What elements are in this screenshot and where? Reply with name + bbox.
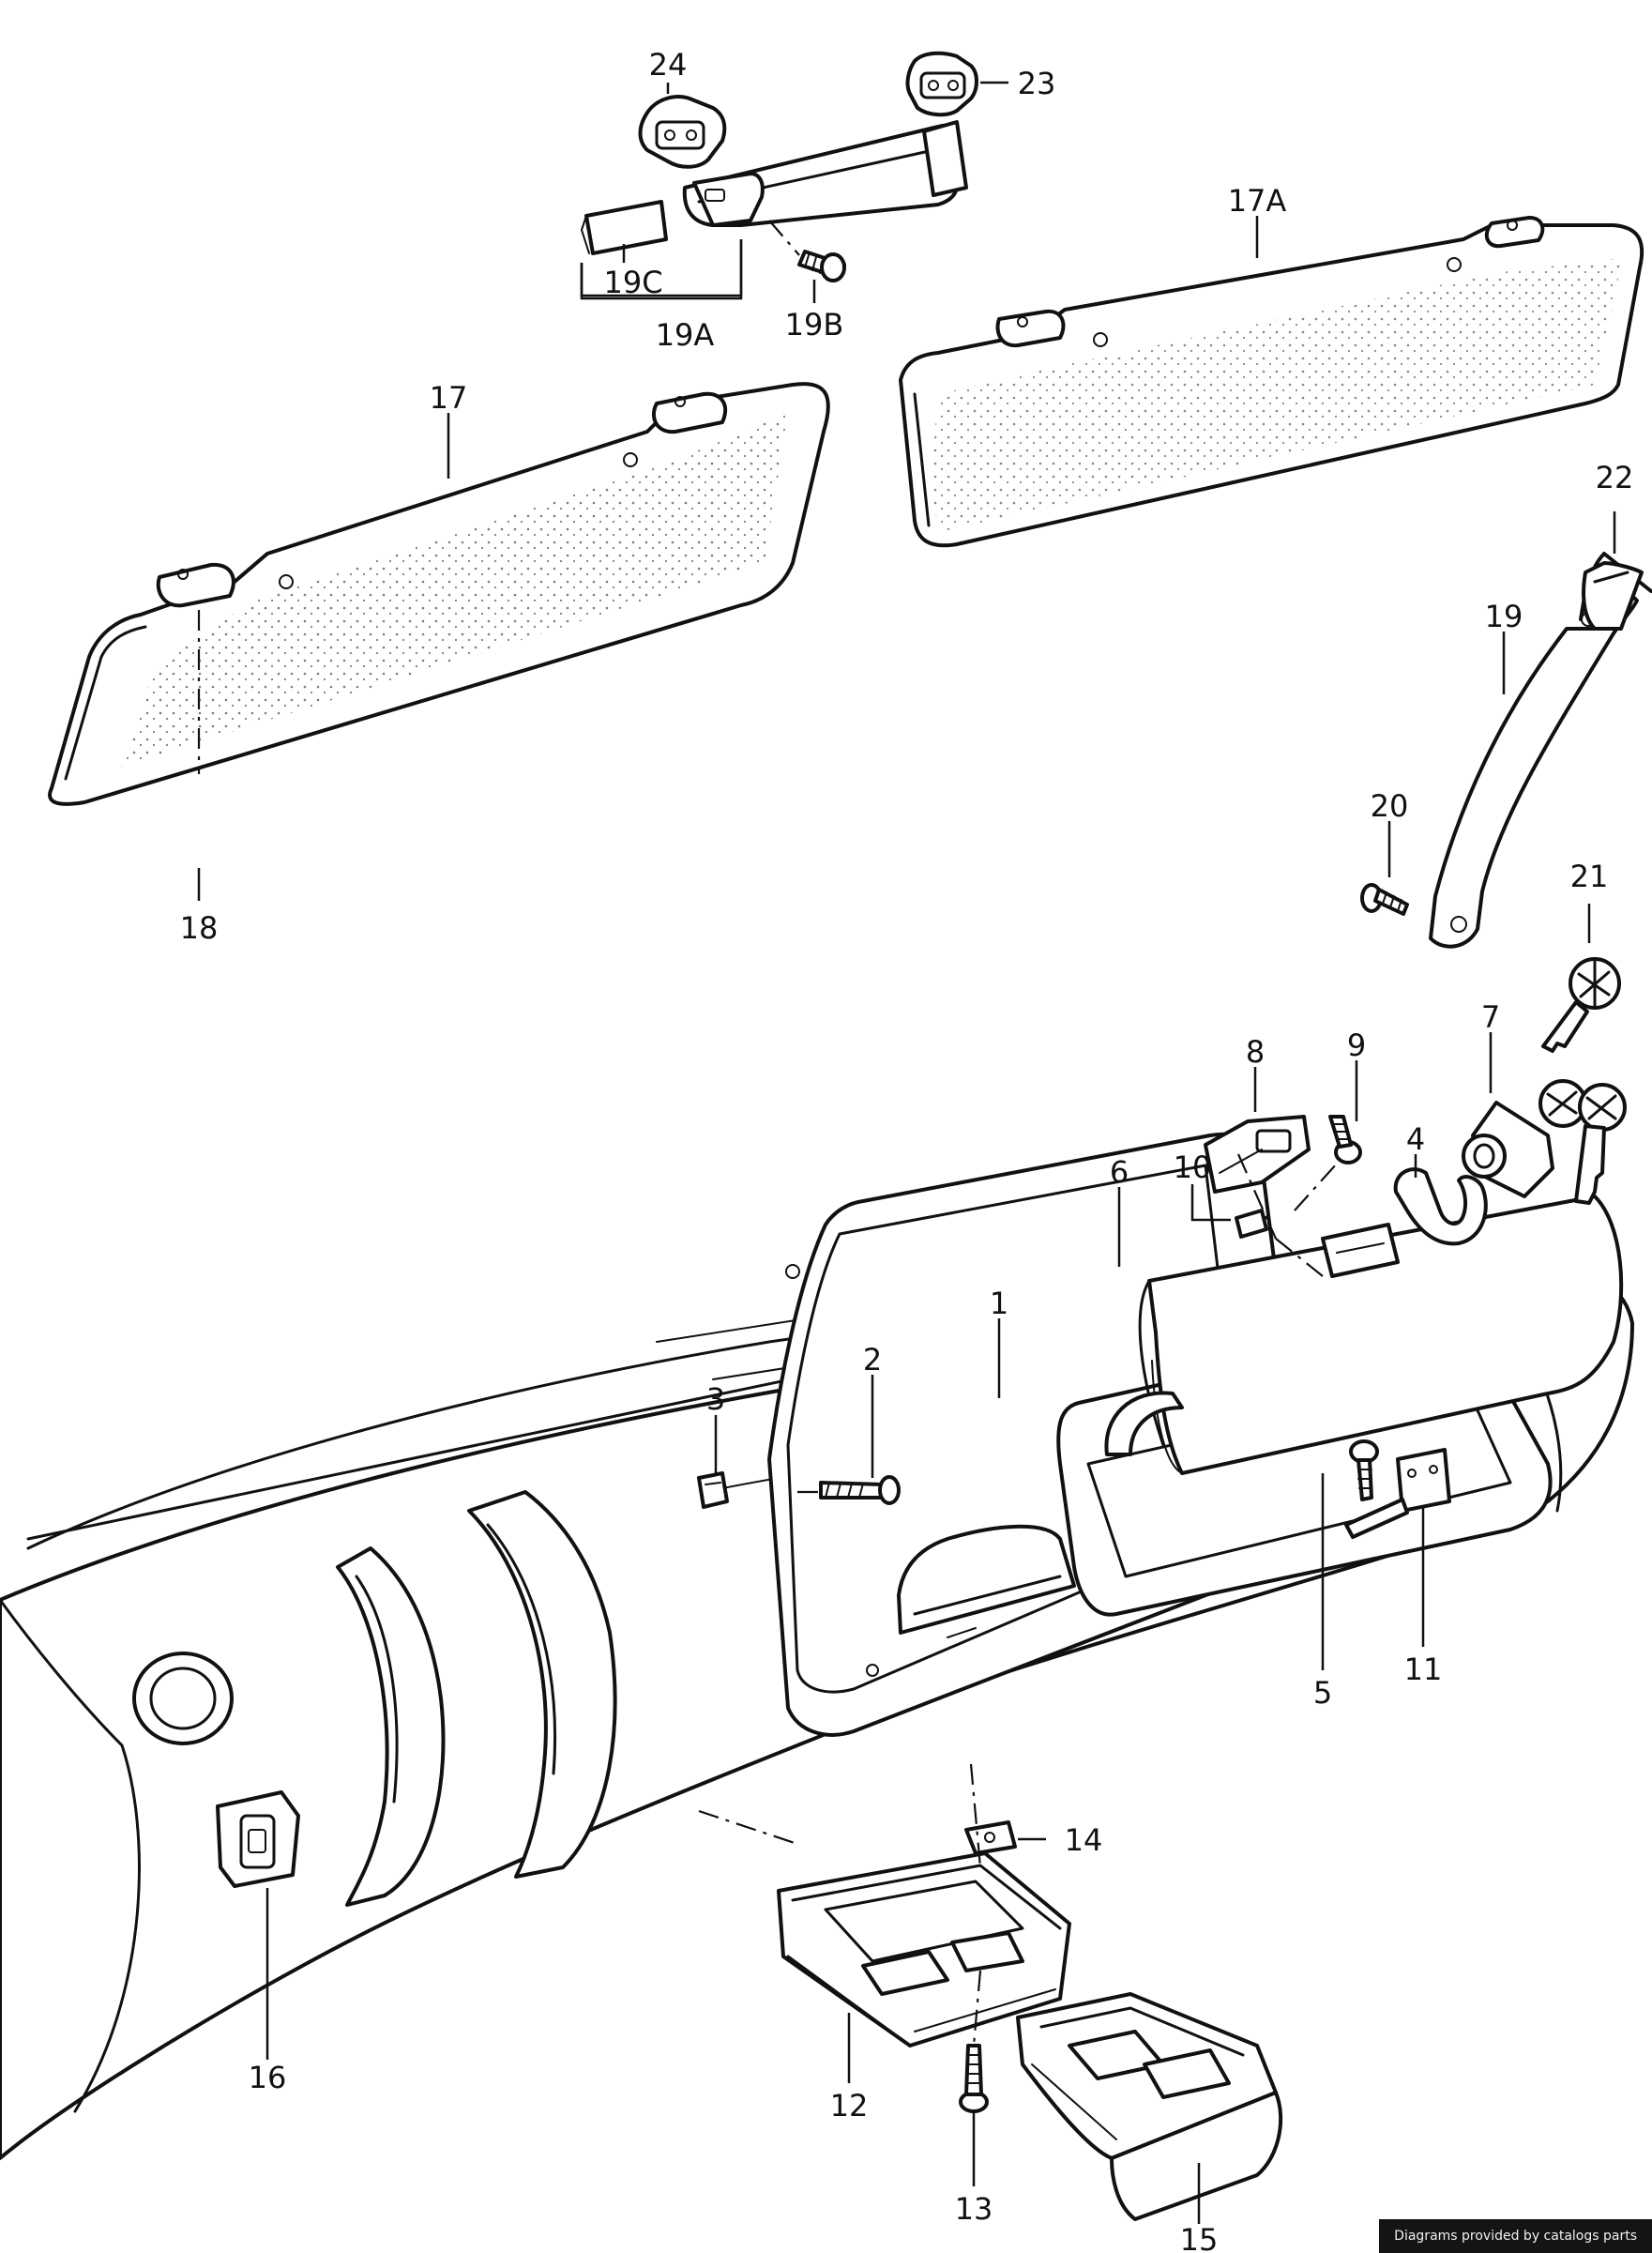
screw-20 bbox=[1360, 883, 1409, 916]
screw-13 bbox=[959, 2044, 989, 2113]
callout-12: 12 bbox=[830, 2088, 869, 2124]
bracket-19a bbox=[580, 239, 743, 300]
callout-8: 8 bbox=[1246, 1034, 1265, 1070]
sun-visor-17a bbox=[899, 216, 1644, 548]
sun-visor-17 bbox=[48, 382, 830, 806]
glovebox-door bbox=[1104, 1195, 1624, 1475]
callout-2: 2 bbox=[863, 1342, 882, 1378]
callout-21: 21 bbox=[1570, 859, 1609, 894]
switch-16 bbox=[216, 1790, 300, 1888]
striker-4 bbox=[1393, 1167, 1488, 1246]
callout-3: 3 bbox=[706, 1381, 725, 1417]
callout-13: 13 bbox=[955, 2191, 993, 2227]
callout-17a: 17A bbox=[1228, 183, 1287, 219]
latch-8 bbox=[1204, 1115, 1311, 1194]
callout-6: 6 bbox=[1110, 1154, 1129, 1190]
callout-labels: 1 2 3 4 5 6 7 8 9 10 11 12 13 14 15 16 1… bbox=[180, 47, 1634, 2253]
credit-badge: Diagrams provided by catalogs parts bbox=[1379, 2219, 1652, 2253]
screw-5 bbox=[1349, 1439, 1379, 1501]
centerlines bbox=[197, 610, 1338, 2047]
ashtray-housing-12 bbox=[777, 1851, 1071, 2047]
callout-19c: 19C bbox=[603, 265, 662, 300]
callout-18: 18 bbox=[180, 910, 219, 946]
callout-22: 22 bbox=[1596, 460, 1634, 495]
callout-17: 17 bbox=[430, 380, 468, 416]
pad-19c bbox=[580, 200, 668, 255]
callout-7: 7 bbox=[1481, 999, 1500, 1035]
callout-19a: 19A bbox=[656, 317, 715, 353]
callout-19b: 19B bbox=[785, 307, 844, 343]
ashtray-15 bbox=[1016, 1992, 1283, 2221]
screw-19b bbox=[797, 250, 846, 282]
callout-10: 10 bbox=[1174, 1149, 1212, 1185]
clip-14 bbox=[964, 1820, 1017, 1855]
screw-9 bbox=[1328, 1115, 1362, 1165]
hinge-11 bbox=[1344, 1448, 1451, 1539]
key-21 bbox=[1541, 957, 1621, 1053]
screw-2 bbox=[819, 1475, 901, 1505]
end-cap-23 bbox=[905, 51, 978, 117]
grab-handle-19a bbox=[682, 120, 968, 227]
callout-14: 14 bbox=[1065, 1822, 1103, 1858]
vent-ring bbox=[132, 1652, 234, 1745]
callout-4: 4 bbox=[1406, 1121, 1425, 1157]
clip-3 bbox=[697, 1471, 729, 1509]
callout-16: 16 bbox=[249, 2060, 287, 2095]
callout-11: 11 bbox=[1404, 1652, 1443, 1687]
bumper-10 bbox=[1235, 1209, 1268, 1239]
callout-23: 23 bbox=[1018, 66, 1056, 101]
end-cap-24 bbox=[638, 95, 727, 169]
callout-1: 1 bbox=[990, 1286, 1008, 1321]
callout-15: 15 bbox=[1180, 2222, 1219, 2253]
callout-20: 20 bbox=[1371, 788, 1409, 824]
callout-24: 24 bbox=[649, 47, 688, 83]
callout-19: 19 bbox=[1485, 599, 1523, 634]
end-cap-22 bbox=[1582, 561, 1644, 631]
callout-9: 9 bbox=[1347, 1028, 1366, 1063]
lock-7 bbox=[1462, 1079, 1627, 1205]
callout-5: 5 bbox=[1313, 1675, 1332, 1711]
